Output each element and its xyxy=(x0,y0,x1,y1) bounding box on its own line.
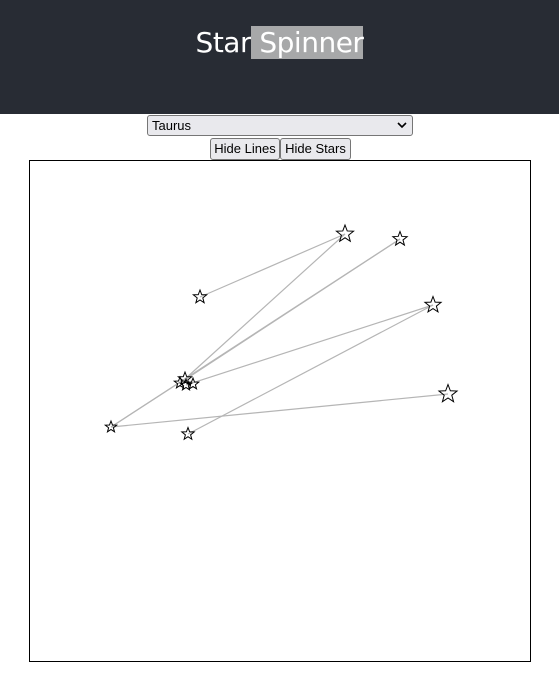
star-icon xyxy=(191,288,209,304)
constellation-line xyxy=(110,393,449,428)
star-icon xyxy=(185,376,201,391)
hide-stars-button[interactable]: Hide Stars xyxy=(280,138,351,160)
star-icon xyxy=(437,383,459,403)
app-title-part2: Spinner xyxy=(250,26,364,59)
star-icon xyxy=(172,375,188,390)
constellation-lines xyxy=(110,233,449,435)
star-icon xyxy=(391,230,409,247)
star-icon xyxy=(103,419,119,434)
star-canvas[interactable] xyxy=(29,160,531,662)
constellation-line xyxy=(184,233,346,380)
constellation-line xyxy=(199,233,346,298)
constellation-select-value: Taurus xyxy=(152,118,192,133)
constellation-select[interactable]: Taurus xyxy=(147,115,413,136)
constellation-select-wrapper: Taurus xyxy=(147,115,413,136)
constellation-line xyxy=(187,304,434,435)
constellation-line xyxy=(185,304,434,386)
star-icon xyxy=(423,295,443,314)
app-title-part1: Star xyxy=(195,26,252,59)
hide-lines-button[interactable]: Hide Lines xyxy=(210,138,280,160)
constellation-drawing xyxy=(103,223,459,441)
app-header: Star Spinner xyxy=(0,0,559,114)
star-icon xyxy=(335,223,355,243)
app-title: Star Spinner xyxy=(0,24,559,62)
star-icon xyxy=(180,426,196,441)
constellation-stars xyxy=(103,223,459,441)
chevron-down-icon xyxy=(397,122,407,129)
star-icon xyxy=(178,377,194,392)
constellation-line xyxy=(179,238,401,384)
